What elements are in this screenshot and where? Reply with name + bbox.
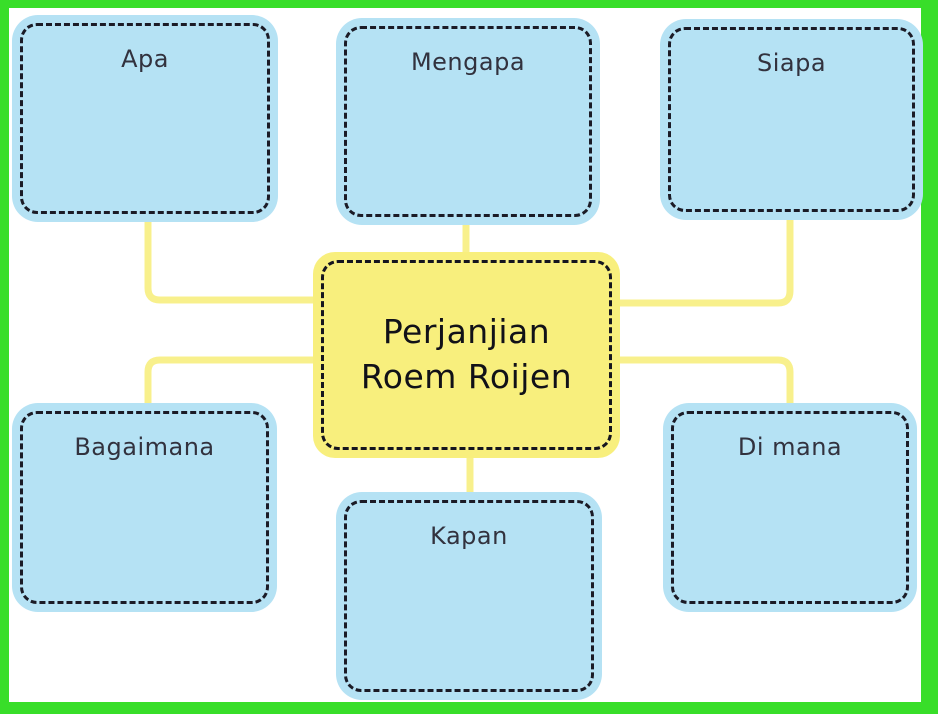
node-center-topic: Perjanjian Roem Roijen bbox=[313, 252, 620, 458]
node-di-mana: Di mana bbox=[663, 403, 917, 612]
node-siapa-label: Siapa bbox=[756, 49, 827, 77]
node-mengapa: Mengapa bbox=[336, 18, 600, 225]
node-apa-label: Apa bbox=[121, 45, 169, 73]
node-di-mana-label: Di mana bbox=[737, 433, 843, 461]
node-siapa: Siapa bbox=[660, 19, 923, 220]
node-mengapa-label: Mengapa bbox=[410, 48, 526, 76]
node-bagaimana-label: Bagaimana bbox=[74, 433, 215, 461]
node-kapan-label: Kapan bbox=[430, 522, 508, 550]
node-bagaimana: Bagaimana bbox=[12, 403, 277, 612]
node-apa: Apa bbox=[12, 15, 278, 222]
center-topic-label: Perjanjian Roem Roijen bbox=[360, 312, 573, 396]
node-kapan: Kapan bbox=[336, 492, 602, 700]
